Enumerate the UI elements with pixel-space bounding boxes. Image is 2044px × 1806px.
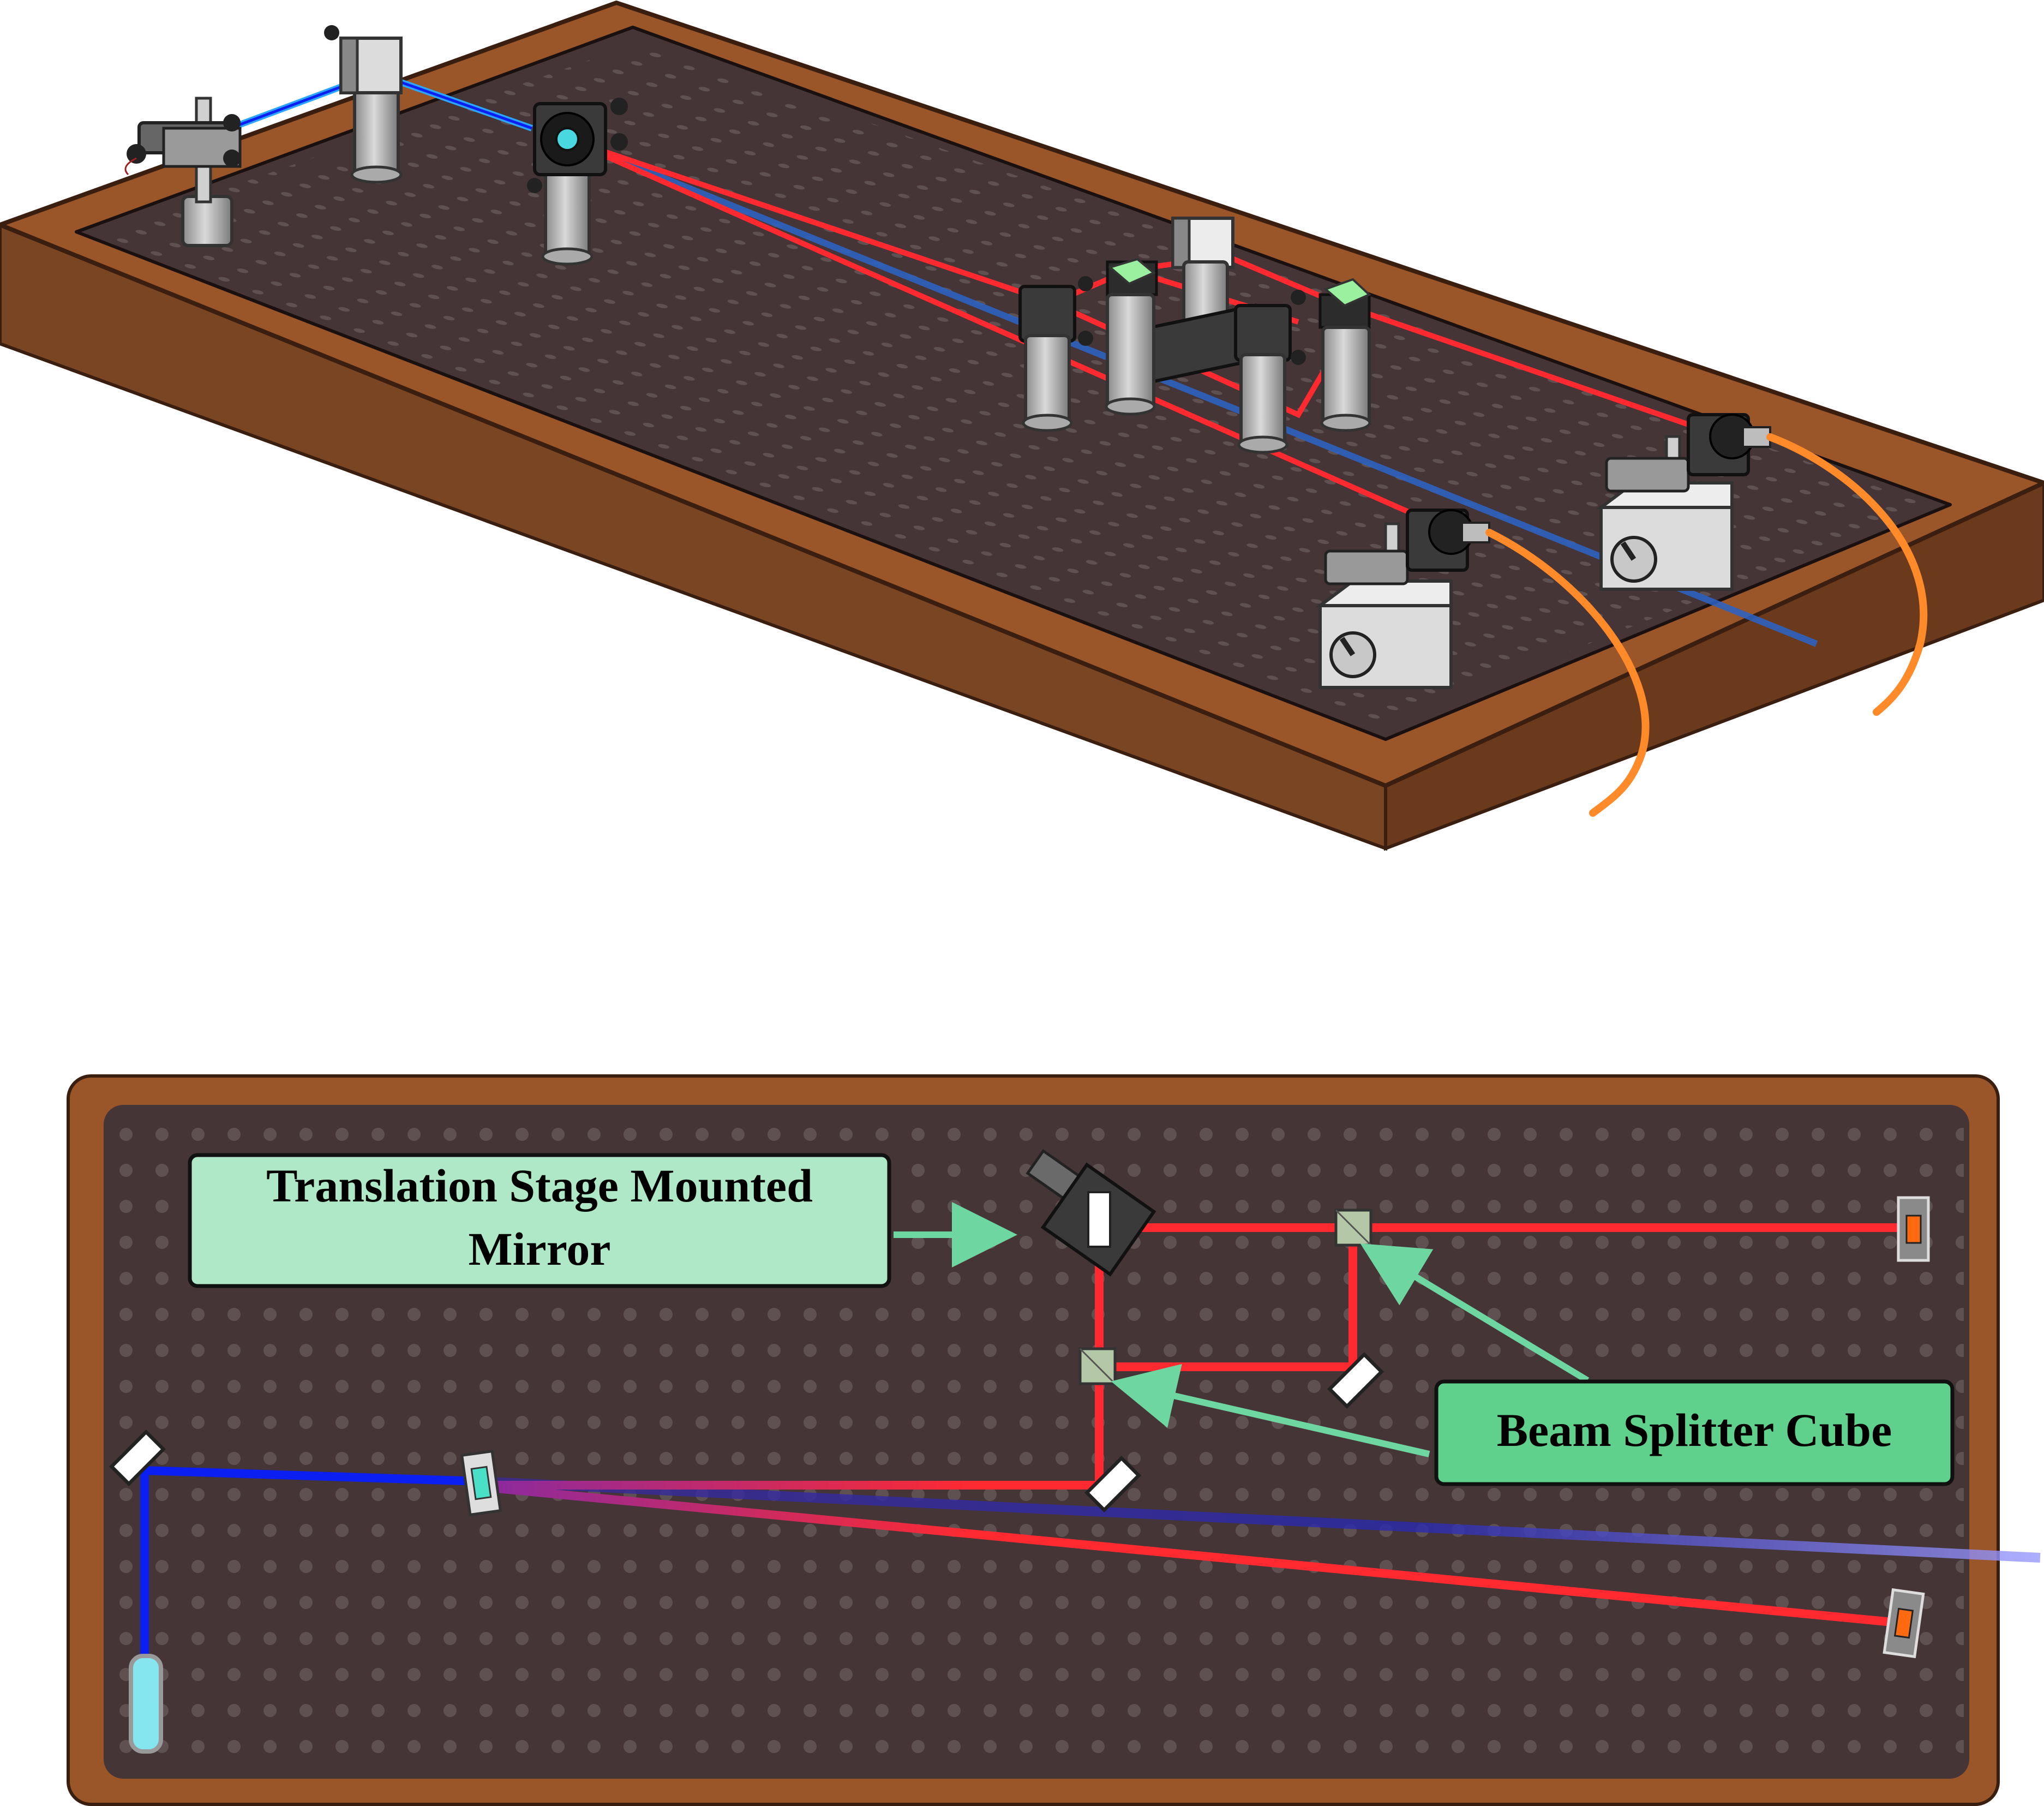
fiber-cable-1 bbox=[1485, 529, 1650, 817]
fiber-coupler-stage-1 bbox=[1315, 509, 1650, 817]
beam-splitter-label: Beam Splitter Cube bbox=[1434, 1379, 1955, 1486]
dichroic-mirror-top bbox=[460, 1449, 502, 1517]
arrow-to-beam-splitter-2 bbox=[1360, 1243, 1590, 1384]
translation-stage-label-line1: Translation Stage Mounted bbox=[266, 1159, 813, 1212]
mirror-3-top bbox=[1327, 1351, 1384, 1409]
fiber-coupler-stage-2 bbox=[1596, 413, 1928, 716]
mirror-2-top bbox=[1084, 1455, 1142, 1513]
fading-blue-beam bbox=[479, 1476, 2041, 1563]
translation-stage-label: Translation Stage Mounted Mirror bbox=[188, 1153, 891, 1288]
red-beam-lower-top bbox=[479, 1482, 1904, 1628]
beam-splitter-cube-2-3d bbox=[1323, 278, 1371, 307]
beam-splitter-cube-top-1 bbox=[1078, 1347, 1117, 1385]
fiber-coupler-top-2 bbox=[1883, 1588, 1925, 1659]
mirror-1-top bbox=[109, 1429, 166, 1487]
laser-diode-mount bbox=[124, 97, 242, 247]
fiber-coupler-top-1 bbox=[1897, 1196, 1930, 1262]
translation-stage-mirror bbox=[1026, 1149, 1156, 1277]
perspective-table-view bbox=[0, 1, 2044, 851]
mirror-post-1 bbox=[324, 25, 403, 184]
fiber-cable-2 bbox=[1766, 433, 1928, 716]
beam-splitter-cube-top-2 bbox=[1334, 1209, 1372, 1247]
dichroic-mirror-mount bbox=[527, 98, 628, 266]
beam-splitter-label-text: Beam Splitter Cube bbox=[1497, 1404, 1892, 1456]
red-beam-lower-arm bbox=[566, 136, 1431, 524]
laser-diode-top bbox=[129, 1654, 163, 1754]
interferometer-cluster bbox=[1018, 217, 1371, 454]
translation-stage-label-line2: Mirror bbox=[468, 1223, 610, 1275]
arrow-to-beam-splitter-1 bbox=[1111, 1364, 1430, 1457]
top-down-table-view: Translation Stage Mounted Mirror Beam Sp… bbox=[67, 1074, 2041, 1806]
beam-splitter-cube-1-3d bbox=[1107, 258, 1156, 285]
